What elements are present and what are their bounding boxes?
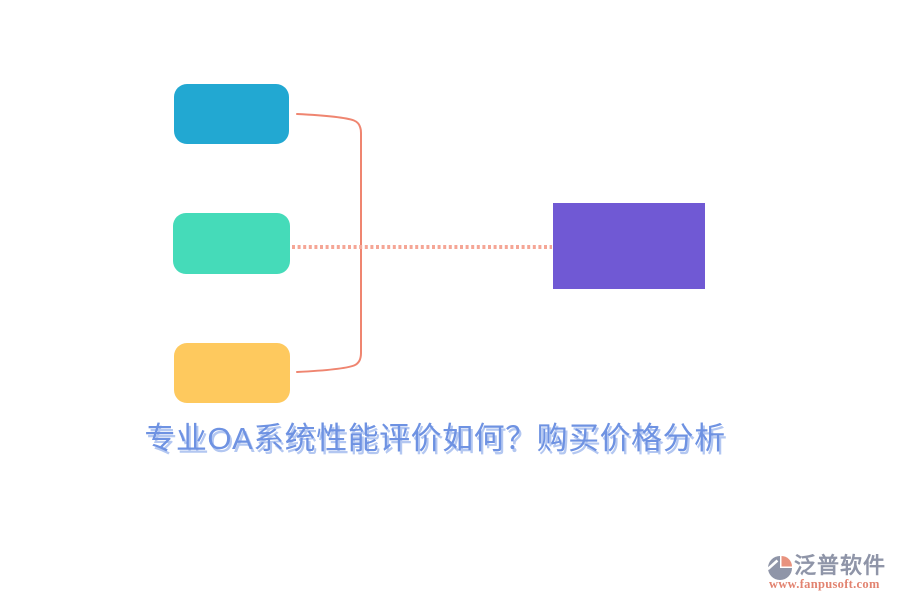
logo-accent-shape bbox=[781, 556, 792, 567]
topic-node-middle bbox=[173, 213, 290, 274]
logo-slash-shape bbox=[767, 559, 779, 571]
bracket-connector-line bbox=[296, 113, 362, 373]
watermark: 泛普软件 www.fanpusoft.com bbox=[766, 553, 896, 593]
watermark-url-text: www.fanpusoft.com bbox=[769, 577, 880, 591]
watermark-brand-text: 泛普软件 bbox=[794, 553, 887, 578]
summary-node bbox=[553, 203, 705, 289]
topic-node-bottom bbox=[174, 343, 290, 403]
caption-title: 专业OA系统性能评价如何？购买价格分析 bbox=[144, 421, 726, 456]
fanpu-logo-icon bbox=[767, 556, 792, 580]
topic-node-top bbox=[174, 84, 289, 144]
